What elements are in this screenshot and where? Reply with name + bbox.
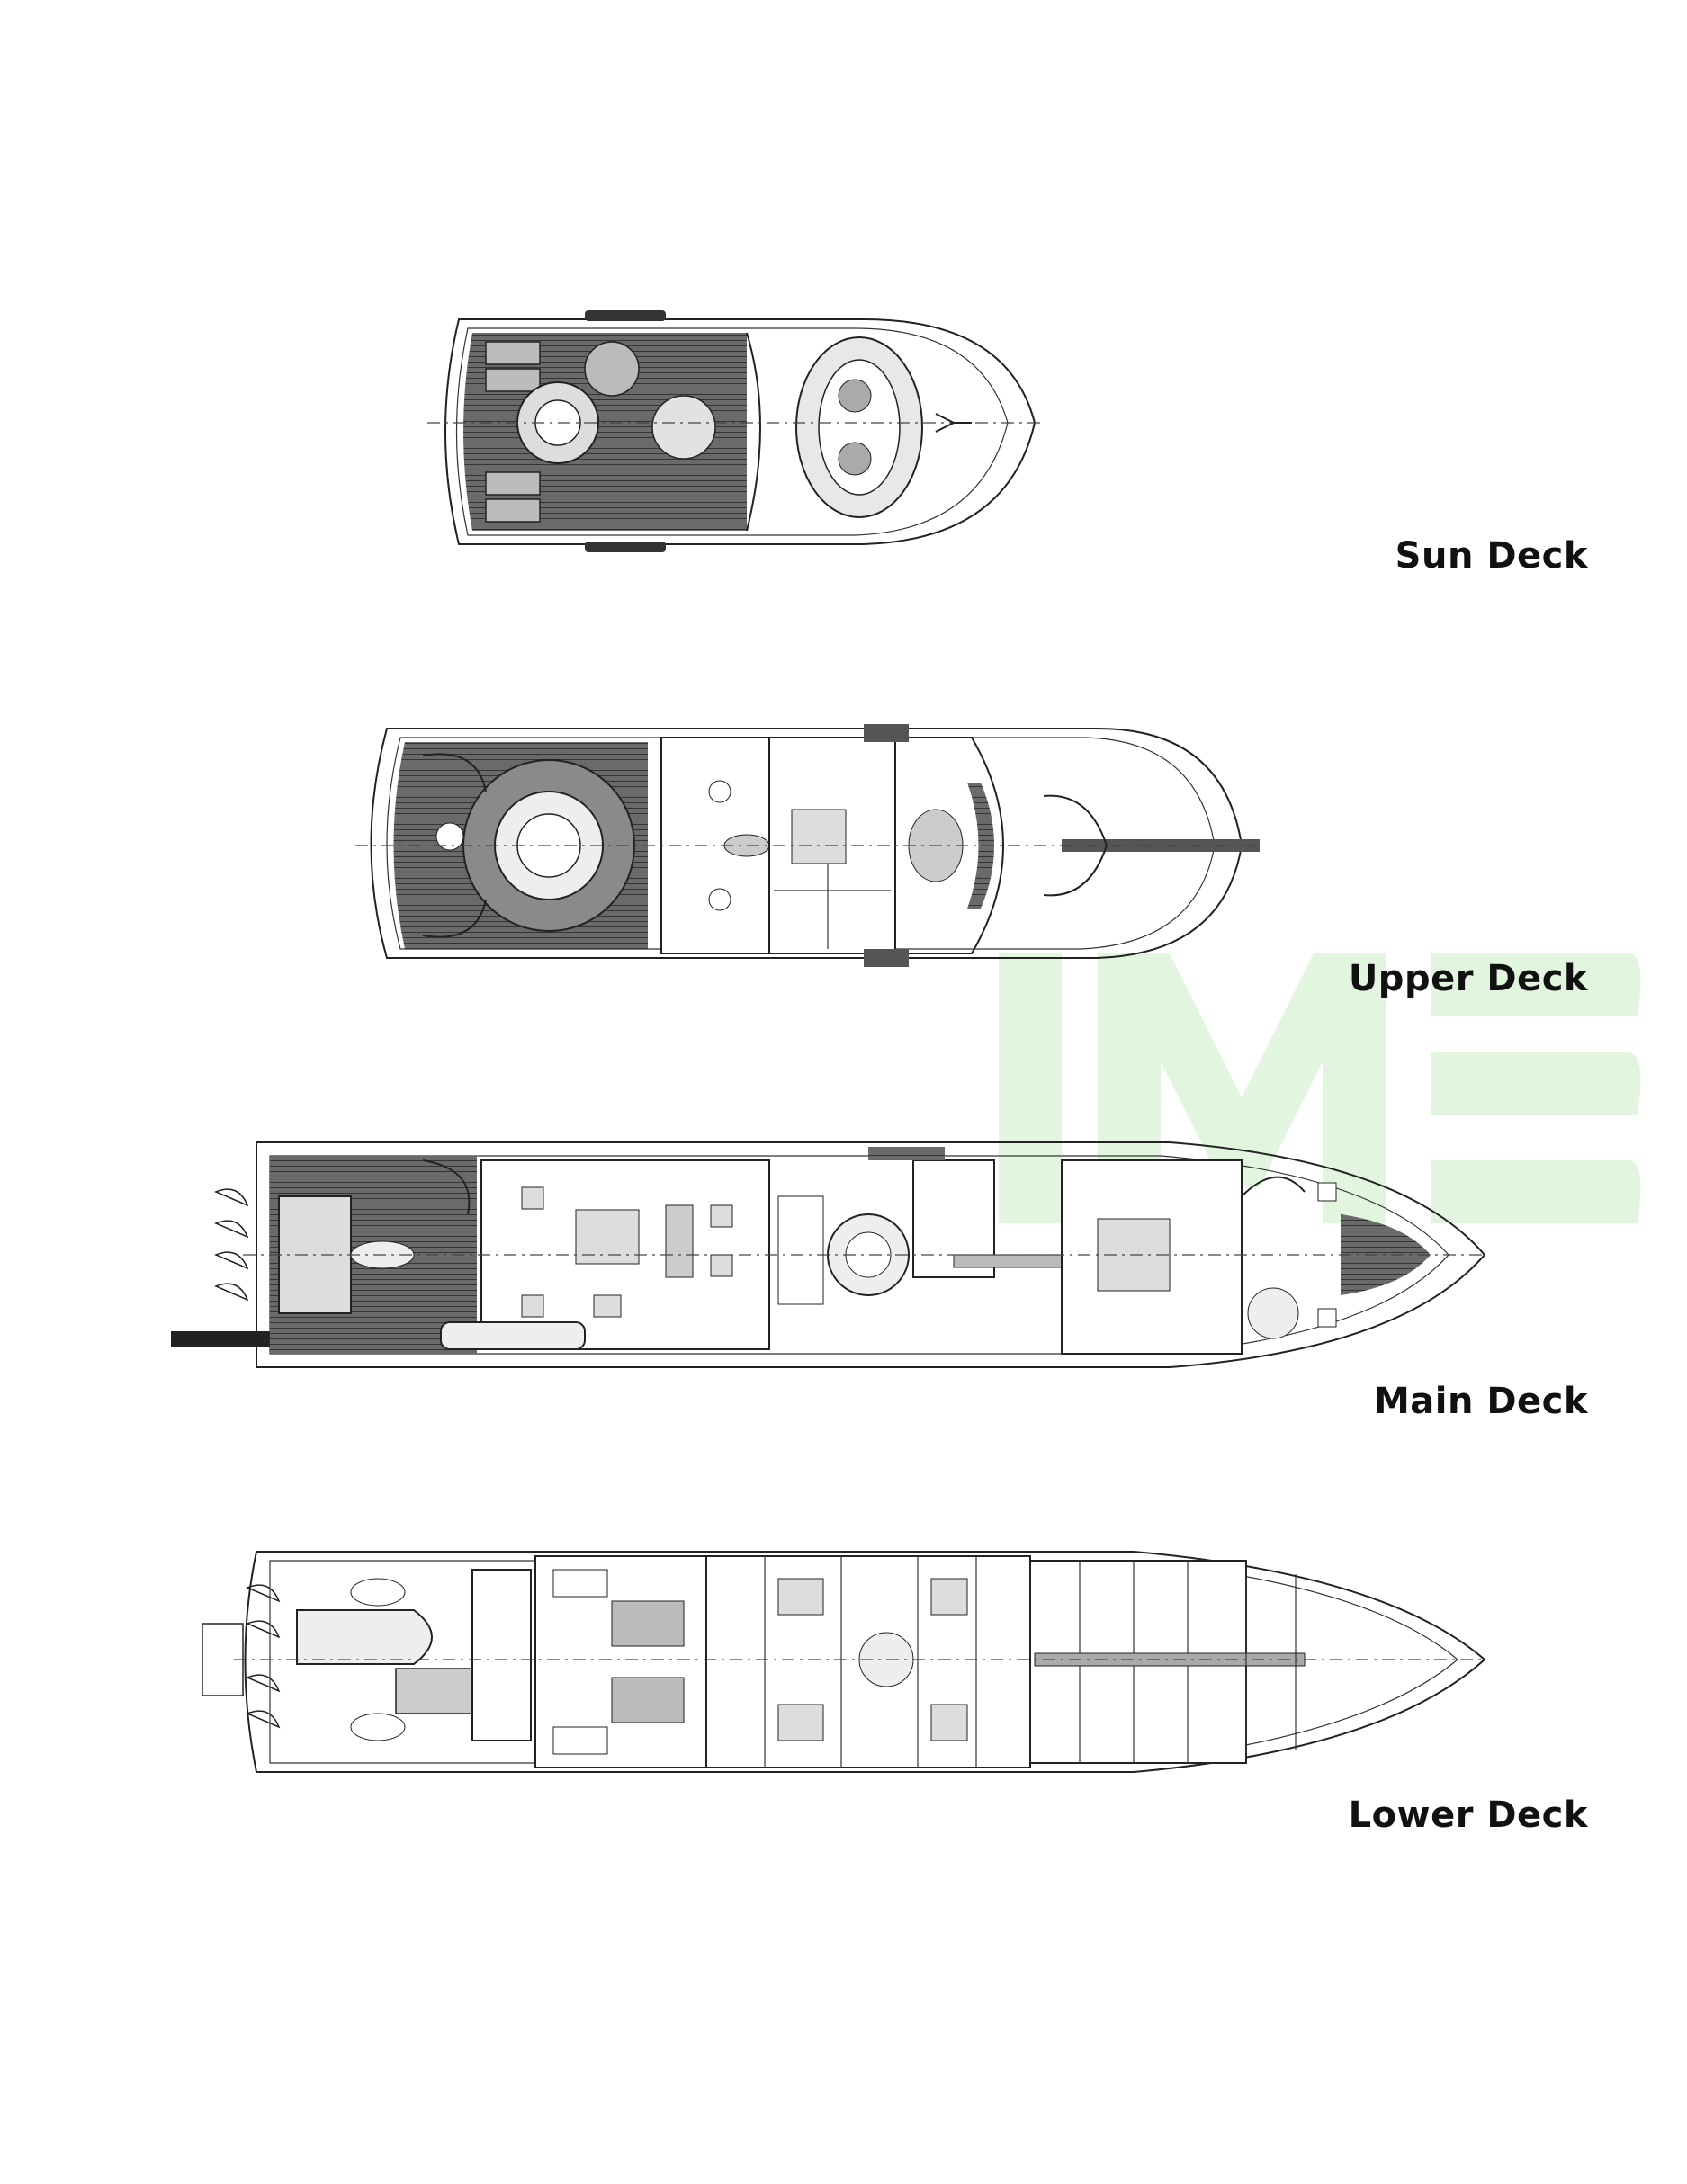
lower-deck-drawing <box>202 1551 1486 1773</box>
main-deck-drawing <box>171 1141 1486 1368</box>
watermark-logo <box>999 953 1641 1223</box>
upper-deck-plan <box>0 711 1687 980</box>
sun-deck-label: Sun Deck <box>1395 535 1588 577</box>
sun-deck-drawing <box>427 310 1044 552</box>
sun-deck-plan <box>0 297 1687 567</box>
lower-deck-plan <box>0 1534 1687 1795</box>
upper-deck-drawing <box>355 724 1260 967</box>
main-deck-label: Main Deck <box>1373 1381 1588 1422</box>
lower-deck-label: Lower Deck <box>1348 1795 1588 1836</box>
main-deck-plan <box>0 1106 1687 1403</box>
upper-deck-label: Upper Deck <box>1348 958 1588 999</box>
